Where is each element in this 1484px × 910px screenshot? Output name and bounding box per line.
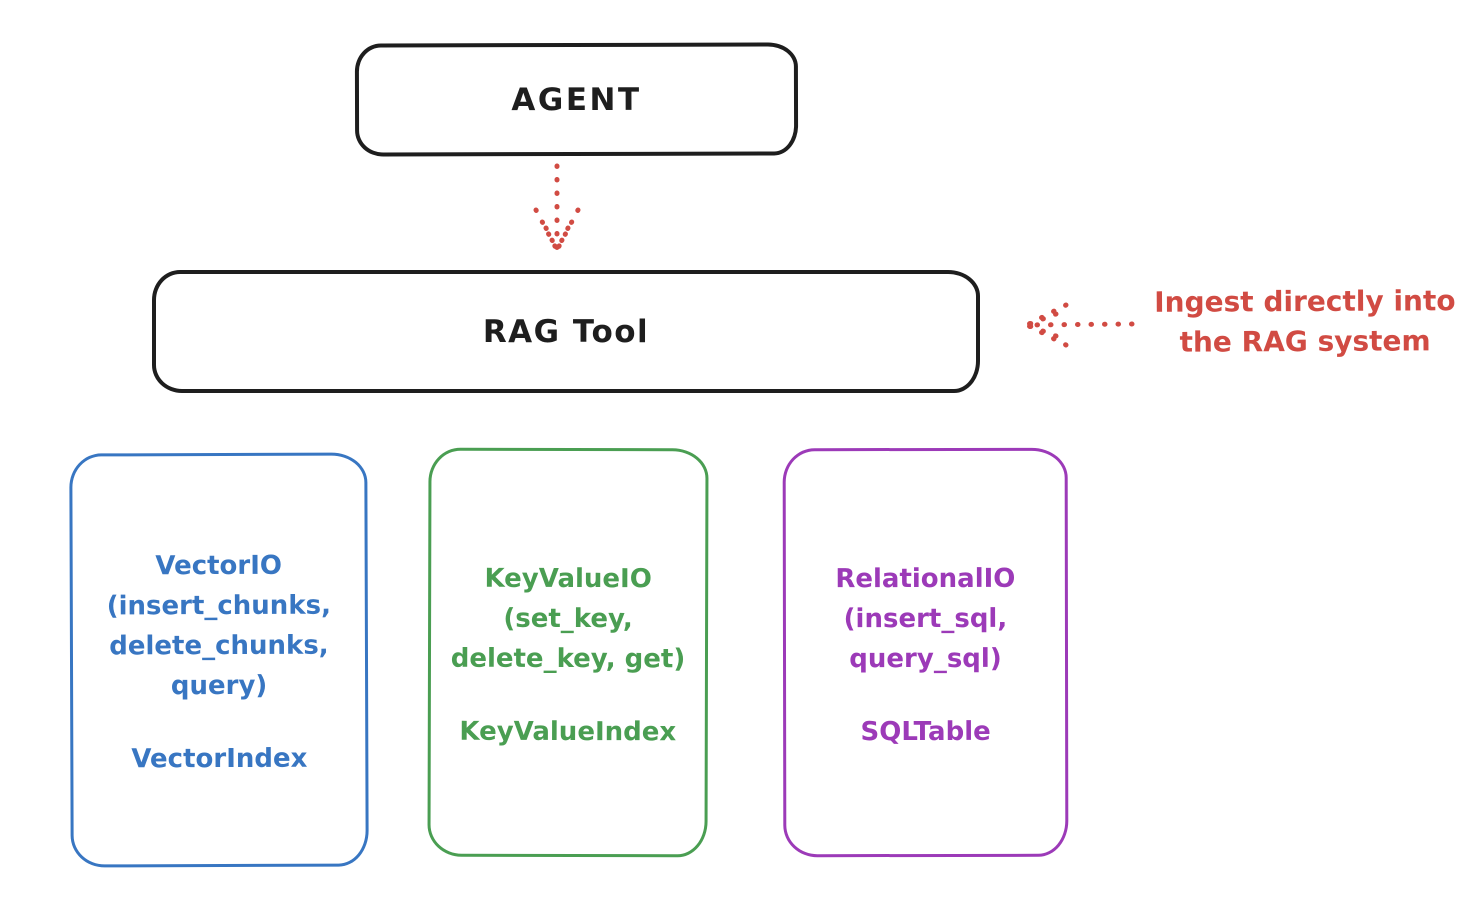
sql-table-label: SQLTable xyxy=(860,716,991,747)
rag-tool-node: RAG Tool xyxy=(152,270,980,393)
agent-node: AGENT xyxy=(354,42,799,157)
relational-io-methods: RelationalIO (insert_sql, query_sql) xyxy=(835,563,1016,674)
relational-io-node: RelationalIO (insert_sql, query_sql) SQL… xyxy=(782,447,1069,858)
keyvalue-io-methods: KeyValueIO (set_key, delete_key, get) xyxy=(450,563,686,674)
vector-io-node: VectorIO (insert_chunks, delete_chunks, … xyxy=(69,452,369,868)
keyvalue-io-node: KeyValueIO (set_key, delete_key, get) Ke… xyxy=(427,447,709,858)
keyvalue-index-label: KeyValueIndex xyxy=(459,716,677,747)
dotted-arrow-down-icon xyxy=(533,163,581,253)
dotted-arrow-left-icon xyxy=(1024,302,1135,348)
agent-node-label: AGENT xyxy=(511,81,642,118)
ingest-annotation: Ingest directly into the RAG system xyxy=(1154,284,1456,359)
rag-tool-node-label: RAG Tool xyxy=(482,313,650,350)
vector-io-methods: VectorIO (insert_chunks, delete_chunks, … xyxy=(106,550,331,702)
vector-index-label: VectorIndex xyxy=(131,743,308,775)
